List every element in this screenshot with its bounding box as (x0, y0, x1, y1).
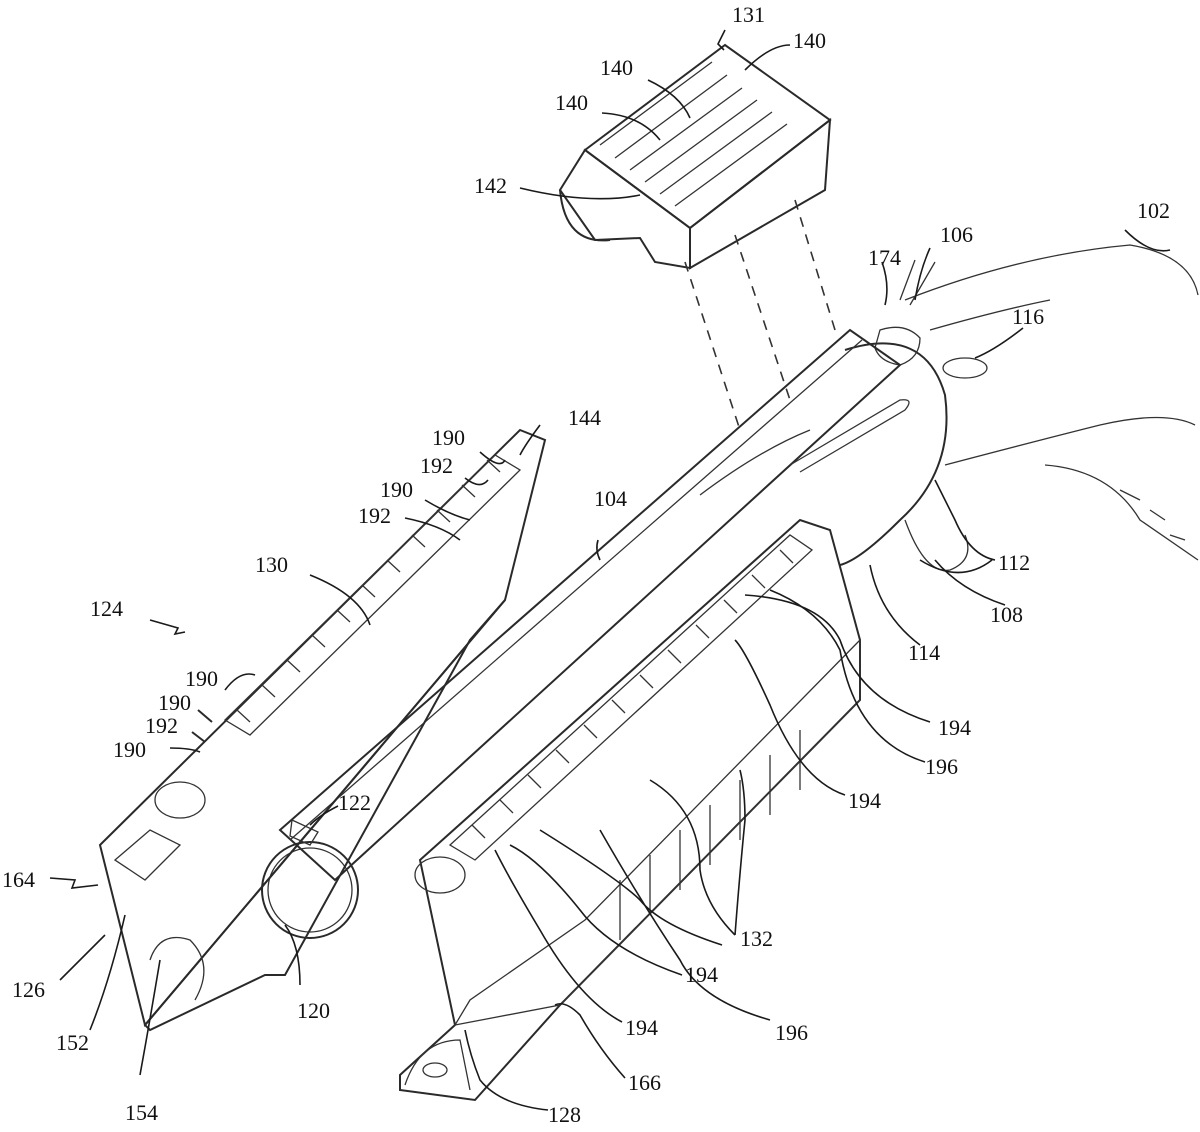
left-rail-half-124 (98, 428, 547, 1032)
mount-guide-lines (684, 199, 836, 431)
label-124: 124 (90, 596, 123, 621)
label-190-d: 190 (158, 690, 191, 715)
barrel-tube-104 (261, 328, 910, 939)
label-154: 154 (125, 1100, 158, 1125)
label-196-b: 196 (775, 1020, 808, 1045)
label-194-a: 194 (938, 715, 971, 740)
reference-numerals: 131 140 140 140 142 102 106 174 116 144 … (2, 2, 1170, 1127)
label-164: 164 (2, 867, 35, 892)
label-190-b: 190 (380, 477, 413, 502)
label-120: 120 (297, 998, 330, 1023)
label-140-c: 140 (555, 90, 588, 115)
label-142: 142 (474, 173, 507, 198)
label-130: 130 (255, 552, 288, 577)
label-190-e: 190 (113, 737, 146, 762)
right-rail-half-128 (399, 518, 861, 1102)
tube-end-120 (261, 841, 359, 939)
label-144: 144 (568, 405, 601, 430)
label-114: 114 (908, 640, 940, 665)
label-140-a: 140 (793, 28, 826, 53)
label-128: 128 (548, 1102, 581, 1127)
label-174: 174 (868, 245, 901, 270)
label-122: 122 (338, 790, 371, 815)
label-194-b: 194 (848, 788, 881, 813)
leader-lines (49, 29, 1171, 1111)
tab-122 (289, 819, 319, 846)
label-116: 116 (1012, 304, 1044, 329)
label-112: 112 (998, 550, 1030, 575)
label-126: 126 (12, 977, 45, 1002)
label-190-c: 190 (185, 666, 218, 691)
label-131: 131 (732, 2, 765, 27)
label-190-a: 190 (432, 425, 465, 450)
label-102: 102 (1137, 198, 1170, 223)
label-194-c: 194 (685, 962, 718, 987)
firearm-receiver-102 (839, 244, 1199, 572)
label-152: 152 (56, 1030, 89, 1055)
receiver-hole-116 (942, 357, 988, 379)
label-192-b: 192 (358, 503, 391, 528)
label-196-a: 196 (925, 754, 958, 779)
label-192-a: 192 (420, 453, 453, 478)
label-194-d: 194 (625, 1015, 658, 1040)
label-108: 108 (990, 602, 1023, 627)
label-166: 166 (628, 1070, 661, 1095)
label-132: 132 (740, 926, 773, 951)
label-106: 106 (940, 222, 973, 247)
label-140-b: 140 (600, 55, 633, 80)
label-104: 104 (594, 486, 627, 511)
rail-segment-131 (558, 43, 832, 270)
label-192-c: 192 (145, 713, 178, 738)
